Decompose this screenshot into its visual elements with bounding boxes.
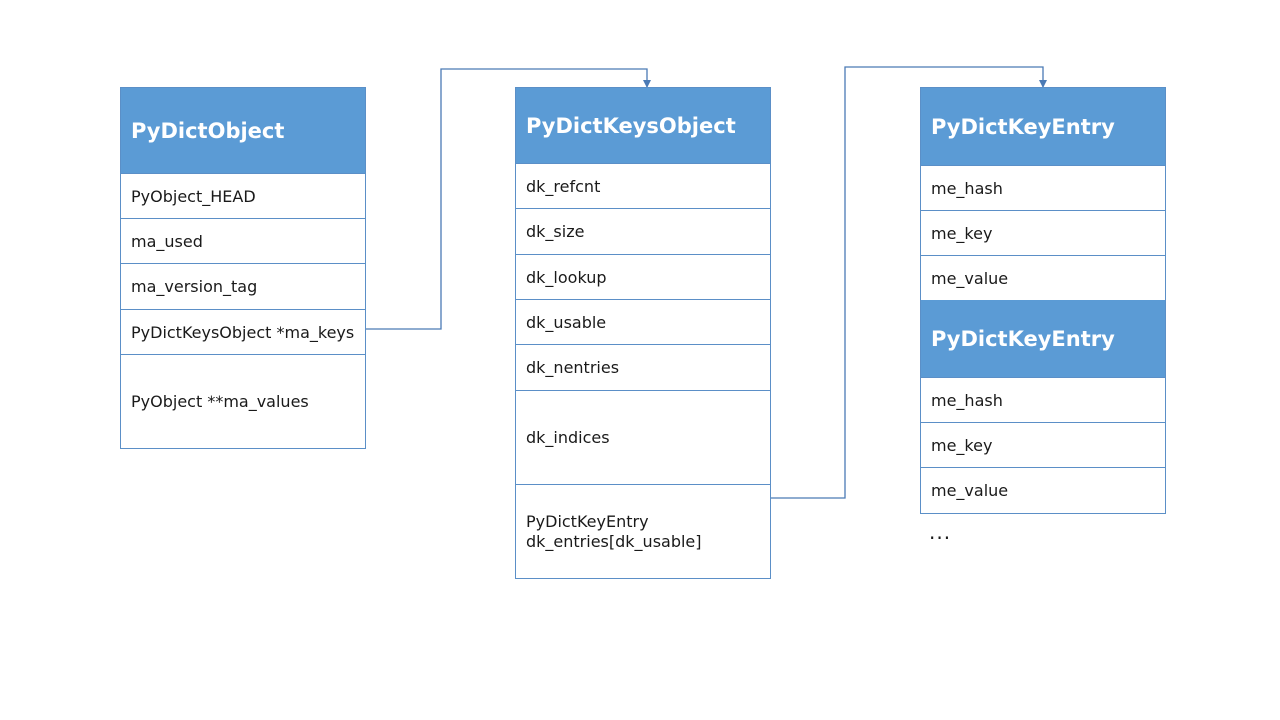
pydictkeyentry-title-2: PyDictKeyEntry [921, 300, 1165, 377]
field-me-key-2: me_key [921, 422, 1165, 467]
field-me-hash-2: me_hash [921, 377, 1165, 422]
field-dk-refcnt: dk_refcnt [516, 163, 770, 208]
field-me-value-1: me_value [921, 255, 1165, 301]
field-me-hash-1: me_hash [921, 165, 1165, 210]
field-pyobject-head: PyObject_HEAD [121, 173, 365, 218]
dk-entries-arrow [771, 66, 1047, 499]
field-ma-keys: PyDictKeysObject *ma_keys [121, 309, 365, 354]
pydictkeysobject-box: PyDictKeysObject dk_refcnt dk_size dk_lo… [515, 87, 771, 579]
field-dk-indices: dk_indices [516, 390, 770, 484]
ma-keys-arrow [366, 68, 651, 330]
field-dk-lookup: dk_lookup [516, 254, 770, 299]
pydictobject-title: PyDictObject [121, 88, 365, 173]
field-ma-values: PyObject **ma_values [121, 354, 365, 448]
field-dk-entries: PyDictKeyEntry dk_entries[dk_usable] [516, 484, 770, 578]
pydictkeyentry-box-1: PyDictKeyEntry me_hash me_key me_value [920, 87, 1166, 300]
dk-entries-type: PyDictKeyEntry [526, 511, 649, 531]
pydictobject-box: PyDictObject PyObject_HEAD ma_used ma_ve… [120, 87, 366, 449]
field-me-key-1: me_key [921, 210, 1165, 255]
field-ma-used: ma_used [121, 218, 365, 263]
field-me-value-2: me_value [921, 467, 1165, 513]
field-dk-usable: dk_usable [516, 299, 770, 344]
pydictkeyentry-title-1: PyDictKeyEntry [921, 88, 1165, 165]
dk-entries-name: dk_entries[dk_usable] [526, 531, 702, 551]
field-dk-nentries: dk_nentries [516, 344, 770, 390]
field-dk-size: dk_size [516, 208, 770, 254]
pydictkeyentry-box-2: PyDictKeyEntry me_hash me_key me_value [920, 300, 1166, 514]
pydictkeysobject-title: PyDictKeysObject [516, 88, 770, 163]
more-entries-ellipsis: ... [929, 520, 952, 544]
field-ma-version-tag: ma_version_tag [121, 263, 365, 309]
